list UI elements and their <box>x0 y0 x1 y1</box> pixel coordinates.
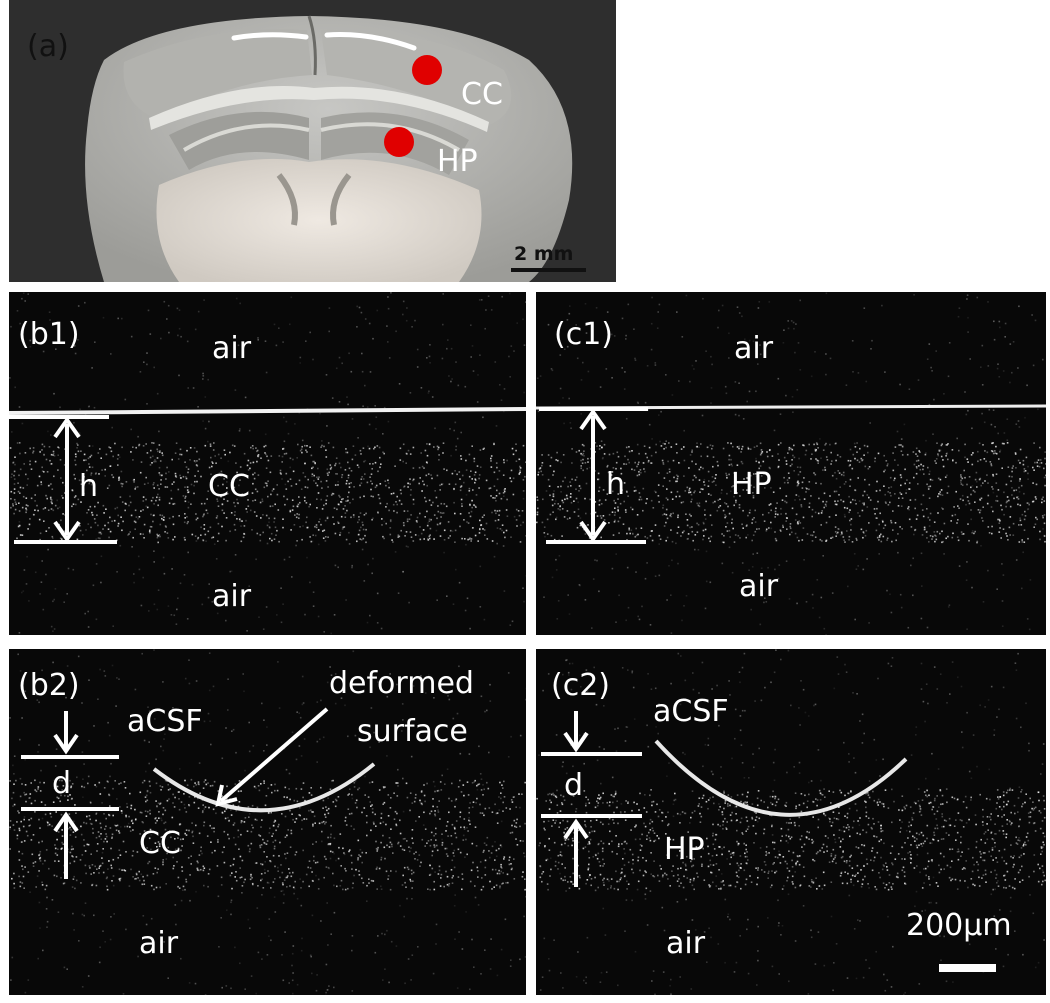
panel-label-c2: (c2) <box>551 668 610 703</box>
h-label-c1: h <box>606 467 626 502</box>
oct-speckle-b1 <box>9 292 526 635</box>
scalebar-c2-label: 200µm <box>906 908 1012 943</box>
brain-slice-drawing <box>85 15 586 282</box>
h-label-b1: h <box>79 469 99 504</box>
panel-label-a: (a) <box>27 29 69 64</box>
text-air-top-c1: air <box>734 331 774 366</box>
d-label-b2: d <box>52 766 72 801</box>
cc-marker <box>412 55 442 85</box>
thalamus <box>156 158 482 282</box>
deformed-surface-c2 <box>654 739 908 817</box>
panel-label-b1: (b1) <box>18 317 80 352</box>
oct-speckle-b2 <box>9 649 526 995</box>
text-air-c2: air <box>666 926 706 961</box>
annotation-surface: surface <box>357 714 468 749</box>
speckle-noise <box>9 649 526 995</box>
panel-b1-oct: (b1) air CC air h <box>9 292 526 635</box>
tissue-surface-b1 <box>9 407 526 415</box>
cortex-left <box>123 29 312 120</box>
d-label-c2: d <box>564 768 584 803</box>
cc-band <box>149 86 489 132</box>
marker-label-hp: HP <box>437 144 478 179</box>
annotation-arrow-b2 <box>219 707 329 803</box>
panel-label-b2: (b2) <box>18 668 80 703</box>
deformed-surface-b2 <box>152 762 376 813</box>
panel-c2-oct: (c2) aCSF HP air d 200µm <box>536 649 1046 995</box>
text-cc-b1: CC <box>208 469 250 504</box>
text-air-top-b1: air <box>212 331 252 366</box>
oct-speckle-c1 <box>536 292 1046 635</box>
panel-c1-oct: (c1) air HP air h <box>536 292 1046 635</box>
text-air-bottom-b1: air <box>212 579 252 614</box>
scalebar-a-label: 2 mm <box>514 243 574 265</box>
panel-a-brain-slice: (a) CC HP 2 mm <box>9 0 616 282</box>
text-hp-c2: HP <box>664 832 705 867</box>
annotation-deformed: deformed <box>329 666 474 701</box>
oct-speckle-c2 <box>536 649 1046 995</box>
speckle-noise <box>536 649 1046 995</box>
marker-label-cc: CC <box>461 77 503 112</box>
text-cc-b2: CC <box>139 826 181 861</box>
text-air-bottom-c1: air <box>739 569 779 604</box>
text-air-b2: air <box>139 926 179 961</box>
text-acsf-c2: aCSF <box>653 694 729 729</box>
panel-label-c1: (c1) <box>554 317 613 352</box>
panel-b2-oct: (b2) aCSF CC air d deformed surface <box>9 649 526 995</box>
text-acsf-b2: aCSF <box>127 704 203 739</box>
hp-marker <box>384 127 414 157</box>
text-hp-c1: HP <box>731 467 772 502</box>
speckle-noise <box>9 292 526 635</box>
